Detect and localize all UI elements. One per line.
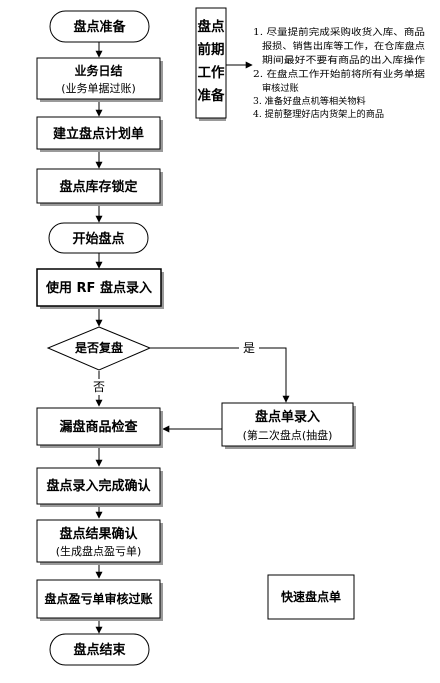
pre-work-note-line: 报损、销售出库等工作，在仓库盘点 xyxy=(262,40,425,52)
node-create-plan: 建立盘点计划单 xyxy=(36,116,163,152)
node-start: 盘点准备 xyxy=(49,10,150,43)
pre-work-note-line: 1. 尽量提前完成采购收货入库、商品 xyxy=(253,26,425,38)
node-lock-stock-label: 盘点库存锁定 xyxy=(59,179,137,195)
node-create-plan-label: 建立盘点计划单 xyxy=(53,126,144,142)
node-entry-confirm: 盘点录入完成确认 xyxy=(36,467,163,507)
node-start-label: 盘点准备 xyxy=(73,19,126,35)
pre-work-note-line: 3. 准备好盘点机等相关物料 xyxy=(253,95,366,107)
edge-decision-yes-to-count-entry xyxy=(150,347,290,403)
edge-label-no: 否 xyxy=(90,379,108,395)
node-daily-close-sub: (业务单据过账) xyxy=(61,81,136,95)
pre-work-note-line: 2. 在盘点工作开始前将所有业务单据 xyxy=(253,68,425,80)
node-entry-confirm-label: 盘点录入完成确认 xyxy=(46,478,151,494)
node-daily-close: 业务日结 (业务单据过账) xyxy=(36,57,163,102)
node-quick-count-label: 快速盘点单 xyxy=(281,589,341,604)
node-begin-count: 开始盘点 xyxy=(48,222,149,254)
pre-work-note-line: 审核过账 xyxy=(262,82,299,94)
pre-work-title-line-1: 盘点 xyxy=(198,18,225,35)
node-daily-close-label: 业务日结 xyxy=(74,63,122,78)
pre-work-title-line-2: 前期 xyxy=(198,41,225,58)
node-rf-entry: 使用 RF 盘点录入 xyxy=(36,268,164,309)
node-approve-post: 盘点盈亏单审核过账 xyxy=(36,579,163,621)
node-rf-entry-label: 使用 RF 盘点录入 xyxy=(45,280,152,296)
node-result-confirm-sub: (生成盘点盈亏单) xyxy=(56,544,142,558)
node-quick-count: 快速盘点单 xyxy=(267,574,355,620)
pre-work-notes: 1. 尽量提前完成采购收货入库、商品 报损、销售出库等工作，在仓库盘点 期间最好… xyxy=(253,26,425,120)
node-begin-count-label: 开始盘点 xyxy=(72,231,124,247)
pre-work-note-line: 期间最好不要有商品的出入库操作 xyxy=(262,54,425,66)
node-missing-check: 漏盘商品检查 xyxy=(36,407,163,448)
node-lock-stock: 盘点库存锁定 xyxy=(36,168,163,206)
pre-work-title-line-4: 准备 xyxy=(198,87,225,104)
node-decision: 是否复盘 xyxy=(46,326,152,371)
node-result-confirm-label: 盘点结果确认 xyxy=(59,526,138,542)
edge-label-yes-text: 是 xyxy=(243,341,255,355)
pre-work-title-line-3: 工作 xyxy=(198,64,225,81)
pre-work-note-line: 4. 提前整理好店内货架上的商品 xyxy=(253,108,384,120)
node-missing-check-label: 漏盘商品检查 xyxy=(59,419,138,435)
edge-label-yes: 是 xyxy=(239,340,259,356)
edge-label-no-text: 否 xyxy=(93,380,105,394)
node-result-confirm: 盘点结果确认 (生成盘点盈亏单) xyxy=(36,519,163,565)
node-count-entry: 盘点单录入 (第二次盘点(抽盘) xyxy=(221,402,356,449)
node-end-label: 盘点结束 xyxy=(73,642,126,658)
node-count-entry-sub: (第二次盘点(抽盘) xyxy=(243,428,333,442)
node-approve-post-label: 盘点盈亏单审核过账 xyxy=(44,591,152,606)
pre-work-box: 盘点 前期 工作 准备 xyxy=(195,7,227,121)
node-count-entry-label: 盘点单录入 xyxy=(255,409,320,425)
node-end: 盘点结束 xyxy=(49,633,150,666)
node-decision-label: 是否复盘 xyxy=(74,340,123,355)
